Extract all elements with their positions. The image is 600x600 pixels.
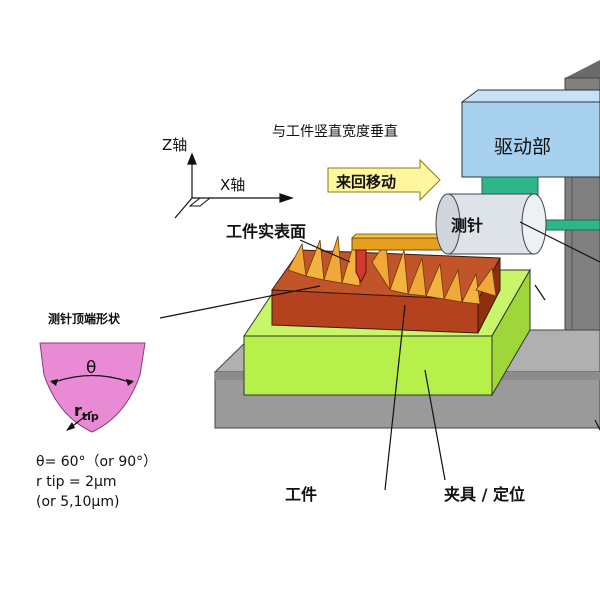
surface-label: 工件实表面 <box>226 222 306 241</box>
tip-shape-title: 测针顶端形状 <box>48 311 121 326</box>
fixture-label: 夹具 / 定位 <box>444 485 525 504</box>
radius-arrow <box>69 410 93 429</box>
pointer-line-probe <box>519 221 600 263</box>
motion-label: 来回移动 <box>335 173 396 191</box>
x-axis-label: X轴 <box>220 176 245 194</box>
drive-connector <box>481 176 539 196</box>
tip-shape-illustration <box>39 342 146 433</box>
axis-plane-mark <box>188 197 212 207</box>
pointer-line-fixture-corner <box>534 284 546 301</box>
motion-arrow <box>327 158 441 202</box>
radius-symbol: rtip <box>74 401 99 423</box>
tip-spec-line-3: (or 5,10μm) <box>36 494 119 510</box>
workpiece-label: 工件 <box>285 485 317 504</box>
surface-teeth <box>287 235 497 305</box>
top-note: 与工件竖直宽度垂直 <box>272 123 398 140</box>
drive-label: 驱动部 <box>494 136 551 158</box>
theta-symbol: θ <box>86 358 96 378</box>
column-connector <box>539 219 600 231</box>
axis-indicator <box>174 152 294 219</box>
pointer-line-tip-shape <box>159 285 321 319</box>
theta-arc <box>51 374 133 384</box>
pointer-line-fixture <box>424 369 446 481</box>
probe-body <box>435 193 547 255</box>
x-axis-arrowhead <box>279 193 294 203</box>
z-axis-label: Z轴 <box>162 136 187 154</box>
y-axis-line <box>174 197 193 219</box>
tip-spec-line-1: θ= 60°（or 90°） <box>36 454 157 470</box>
pointer-line-base <box>594 419 600 431</box>
probe-label: 测针 <box>451 216 483 235</box>
tip-spec-line-2: r tip = 2μm <box>36 474 117 490</box>
pointer-line-surface <box>299 239 351 263</box>
z-axis-arrowhead <box>187 152 197 165</box>
probe-arm <box>351 233 449 251</box>
workpiece-block <box>271 235 501 334</box>
pointer-line-workpiece <box>384 304 406 491</box>
drive-unit <box>460 89 600 178</box>
stylus-tip <box>355 249 367 284</box>
